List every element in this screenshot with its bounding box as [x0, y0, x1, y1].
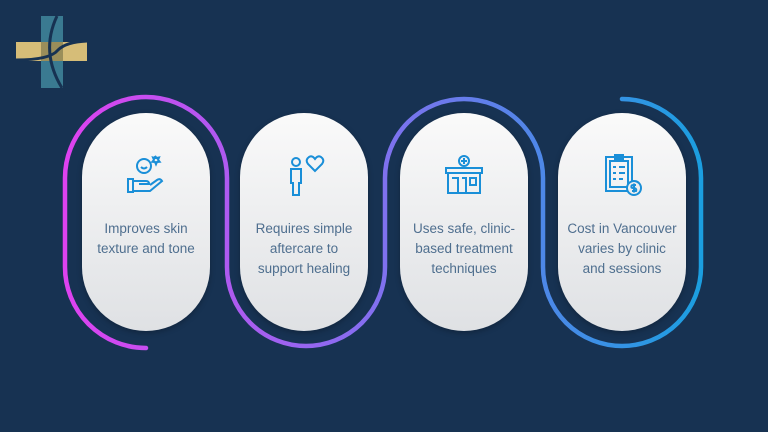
- card-text: Requires simple aftercare to support hea…: [255, 221, 353, 276]
- benefit-card-cost: Cost in Vancouver varies by clinic and s…: [558, 113, 686, 331]
- clipboard-dollar-icon: [605, 154, 642, 196]
- benefit-card-aftercare: Requires simple aftercare to support hea…: [240, 113, 368, 331]
- card-text: Uses safe, clinic-based treatment techni…: [412, 221, 516, 276]
- medical-cross-logo: [15, 15, 88, 89]
- card-text: Cost in Vancouver varies by clinic and s…: [567, 221, 677, 276]
- card-text: Improves skin texture and tone: [97, 221, 195, 256]
- person-heart-icon: [290, 155, 325, 196]
- benefit-card-skin: Improves skin texture and tone: [82, 113, 210, 331]
- benefit-card-safe: Uses safe, clinic-based treatment techni…: [400, 113, 528, 331]
- smiley-hand-icon: [127, 155, 164, 193]
- clinic-building-icon: [445, 155, 483, 194]
